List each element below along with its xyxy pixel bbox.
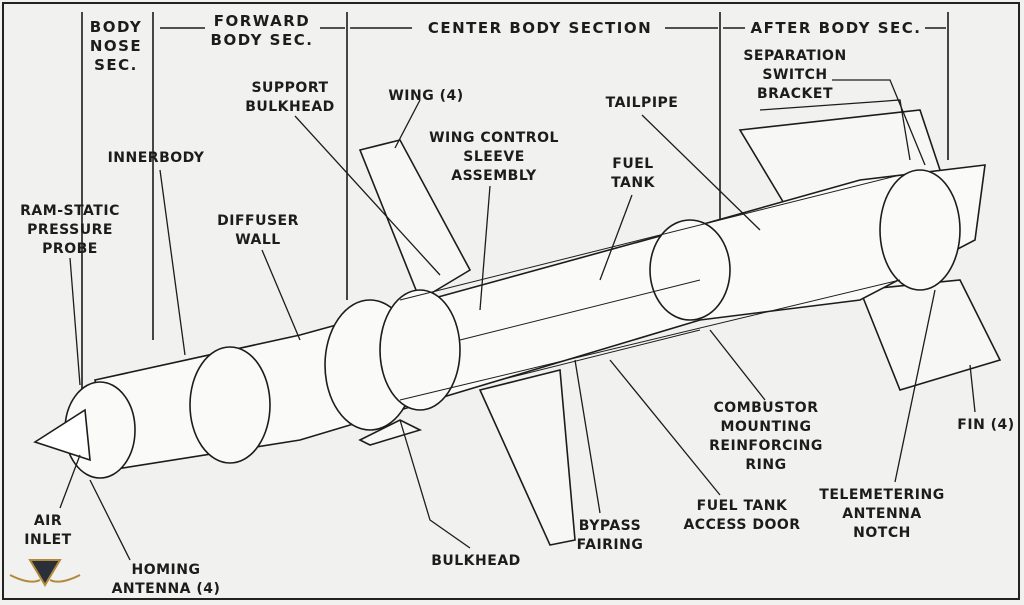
label-bypass-fairing: BYPASS FAIRING xyxy=(576,518,644,553)
body-detail-lines xyxy=(399,174,901,401)
label-homing-antenna: HOMING ANTENNA (4) xyxy=(111,562,221,597)
section-dividers xyxy=(81,12,949,400)
label-fuel-tank: FUEL TANK xyxy=(611,156,655,191)
section-after-body: AFTER BODY SEC. xyxy=(750,19,922,37)
watermark-logo xyxy=(9,559,81,587)
label-diffuser-wall: DIFFUSER WALL xyxy=(217,213,299,248)
label-innerbody: INNERBODY xyxy=(107,150,205,166)
label-wing-control-sleeve: WING CONTROL SLEEVE ASSEMBLY xyxy=(429,130,559,184)
label-air-inlet: AIR INLET xyxy=(24,513,72,548)
label-combustor-ring: COMBUSTOR MOUNTING REINFORCING RING xyxy=(709,400,823,473)
section-forward-body: FORWARD BODY SEC. xyxy=(210,12,314,49)
label-wing: WING (4) xyxy=(388,88,464,104)
label-tailpipe: TAILPIPE xyxy=(605,95,679,111)
missile-body xyxy=(33,164,986,479)
label-telemetering-notch: TELEMETERING ANTENNA NOTCH xyxy=(819,487,945,541)
label-fin: FIN (4) xyxy=(957,417,1015,433)
label-separation-switch-bracket: SEPARATION SWITCH BRACKET xyxy=(743,48,847,102)
section-body-nose: BODY NOSE SEC. xyxy=(89,18,143,74)
leader-lines xyxy=(59,79,976,561)
label-support-bulkhead: SUPPORT BULKHEAD xyxy=(245,80,335,115)
label-ram-static-probe: RAM-STATIC PRESSURE PROBE xyxy=(20,203,120,257)
section-center-body: CENTER BODY SECTION xyxy=(427,19,653,37)
label-bulkhead: BULKHEAD xyxy=(431,553,521,569)
label-fuel-tank-access-door: FUEL TANK ACCESS DOOR xyxy=(683,498,801,533)
